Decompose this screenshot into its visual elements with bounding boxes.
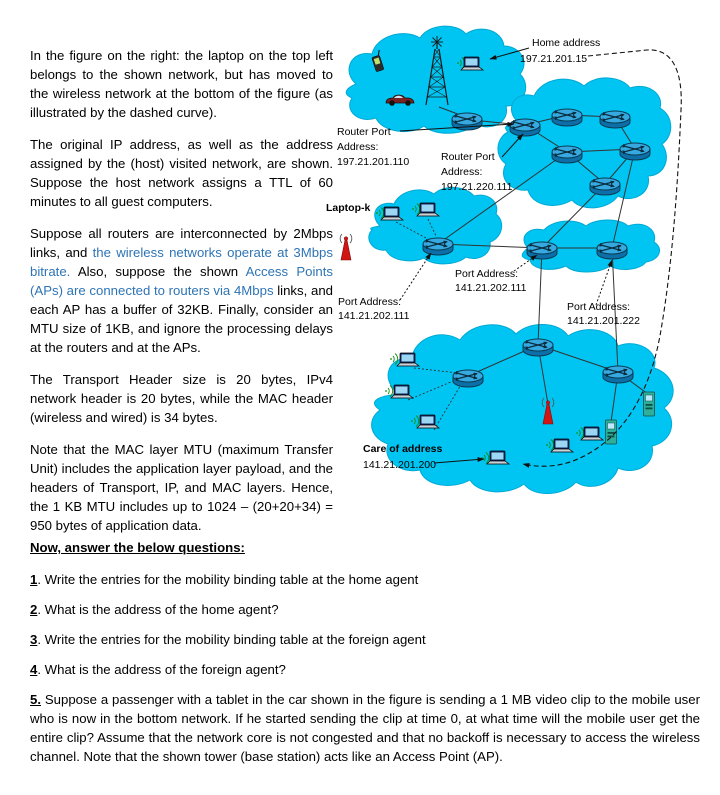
care-of-pointer <box>433 457 485 464</box>
core-router-3-icon <box>600 111 630 128</box>
visited-network-cloud <box>371 323 674 495</box>
paragraph-3: Suppose all routers are interconnected b… <box>30 224 333 357</box>
port-mid-pointer <box>513 254 538 272</box>
care-of-address-label: Care of address <box>363 443 443 455</box>
router-port-a-label-2: Address: <box>337 141 378 153</box>
core-router-5-icon <box>552 146 582 163</box>
port-right-label: Port Address: <box>567 301 630 313</box>
p3-text-3: links, and each AP has a buffer of 32KB.… <box>30 283 333 355</box>
core-router-6-icon <box>590 178 620 195</box>
pointer-lines <box>399 47 613 464</box>
p3-blue-1: the wireless networks operate at 3Mbps b… <box>30 245 333 279</box>
home-address-value: 197.21.201.15 <box>520 53 587 65</box>
care-of-address-value: 141.21.201.200 <box>363 459 436 471</box>
home-address-pointer <box>489 47 530 60</box>
paragraph-5: Note that the MAC layer MTU (maximum Tra… <box>30 442 333 533</box>
question-5: 5. Suppose a passenger with a tablet in … <box>30 690 700 766</box>
home-network-cloud <box>345 25 527 134</box>
p3-blue-2: Access Points (APs) are connected to rou… <box>30 264 333 298</box>
transit-router-left-icon <box>527 242 557 259</box>
router-port-b-label-1: Router Port <box>441 151 495 163</box>
question-1-text: . Write the entries for the mobility bin… <box>37 572 419 587</box>
router-port-b-pointer <box>501 133 524 158</box>
question-4-number: 4 <box>30 662 38 677</box>
router-port-a-label-1: Router Port <box>337 126 391 138</box>
questions-section: Now, answer the below questions: 1. Writ… <box>30 538 700 777</box>
visited-router-2-icon <box>523 339 553 356</box>
question-1-number: 1 <box>30 572 38 587</box>
network-clouds <box>345 25 674 495</box>
question-4: 4. What is the address of the foreign ag… <box>30 660 700 679</box>
network-figure-container: Home address 197.21.201.15 Router Port A… <box>320 12 720 532</box>
network-figure: Home address 197.21.201.15 Router Port A… <box>326 25 682 495</box>
question-2: 2. What is the address of the home agent… <box>30 600 700 619</box>
laptopk-router-icon <box>423 238 453 255</box>
question-5-text: Suppose a passenger with a tablet in the… <box>30 692 700 764</box>
core-router-1-icon <box>510 119 540 136</box>
core-router-4-icon <box>620 143 650 160</box>
port-mid-value: 141.21.202.111 <box>455 282 527 294</box>
port-left-label: Port Address: <box>338 296 401 308</box>
router-port-a-value: 197.21.201.110 <box>337 156 409 168</box>
question-3: 3. Write the entries for the mobility bi… <box>30 630 700 649</box>
core-network-cloud <box>497 77 672 209</box>
figure-labels: Home address 197.21.201.15 Router Port A… <box>326 37 640 471</box>
visited-router-3-icon <box>603 366 633 383</box>
router-port-b-value: 197.21.220.111 <box>441 181 513 193</box>
question-1: 1. Write the entries for the mobility bi… <box>30 570 700 589</box>
intro-text: In the figure on the right: the laptop o… <box>30 46 333 548</box>
question-2-text: . What is the address of the home agent? <box>37 602 279 617</box>
paragraph-4: The Transport Header size is 20 bytes, I… <box>30 372 333 425</box>
p3-text-1: Suppose all routers are interconnected b… <box>30 226 333 260</box>
question-2-number: 2 <box>30 602 38 617</box>
question-5-number: 5. <box>30 692 41 707</box>
port-left-value: 141.21.202.111 <box>338 310 410 322</box>
port-left-pointer <box>399 252 432 301</box>
router-port-a-pointer <box>399 121 515 132</box>
mobility-dashed-curve <box>522 49 682 468</box>
p3-text-2: Also, suppose the shown <box>70 264 246 279</box>
transit-router-right-icon <box>597 242 627 259</box>
question-3-number: 3 <box>30 632 38 647</box>
dotted-links <box>395 218 463 431</box>
port-right-value: 141.21.201.222 <box>567 315 640 327</box>
question-4-text: . What is the address of the foreign age… <box>37 662 286 677</box>
port-mid-label: Port Address: <box>455 268 518 280</box>
wifi-waves-icon <box>384 385 394 397</box>
core-router-2-icon <box>552 109 582 126</box>
paragraph-2: The original IP address, as well as the … <box>30 137 333 209</box>
visited-router-1-icon <box>453 370 483 387</box>
question-3-text: . Write the entries for the mobility bin… <box>37 632 426 647</box>
questions-header: Now, answer the below questions: <box>30 540 245 555</box>
server-icon <box>643 391 655 417</box>
home-address-label: Home address <box>532 37 600 49</box>
laptop-k-label: Laptop-k <box>326 202 370 214</box>
router-port-b-label-2: Address: <box>441 166 482 178</box>
access-point-icon <box>339 233 353 261</box>
paragraph-1: In the figure on the right: the laptop o… <box>30 48 333 120</box>
